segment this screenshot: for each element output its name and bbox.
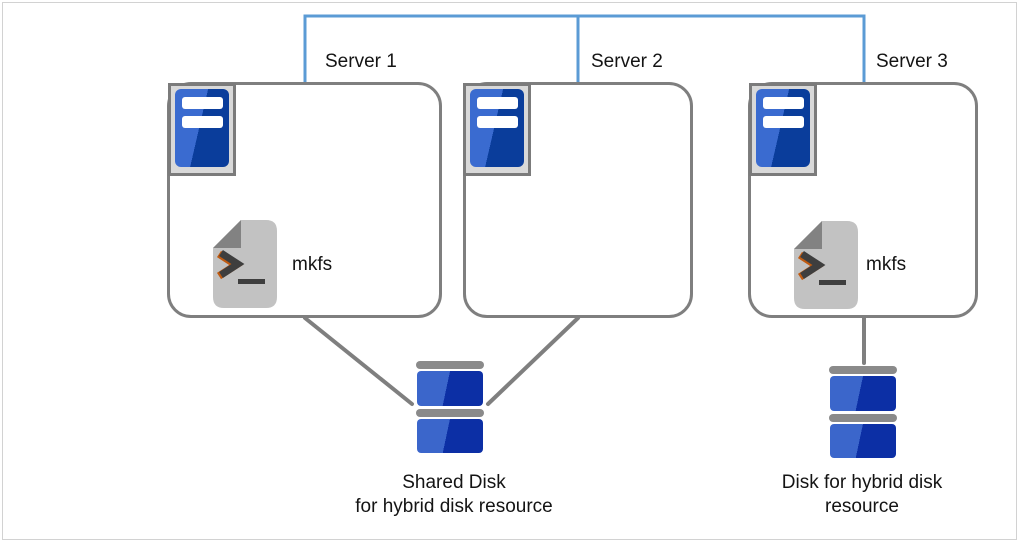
script-file-icon	[794, 221, 858, 309]
server-2-label: Server 2	[591, 51, 663, 72]
server-slot	[476, 97, 518, 109]
server-2-icon	[463, 83, 531, 176]
server-1-mkfs-label: mkfs	[292, 254, 333, 275]
shared-disk-caption-line1: Shared Disk	[402, 472, 506, 493]
disk-cap	[416, 409, 484, 417]
disk-platter	[417, 419, 483, 453]
disk-cap	[829, 414, 897, 422]
shared-disk-caption-line2: for hybrid disk resource	[355, 496, 553, 517]
server-slot	[181, 97, 223, 109]
server-3-icon	[749, 83, 817, 176]
hybrid-disk-caption-line2: resource	[825, 496, 899, 517]
hybrid-disk-caption: Disk for hybrid disk resource	[722, 471, 1002, 519]
server-slot	[476, 116, 518, 128]
server1-to-shared-disk-line	[303, 316, 414, 406]
disk-cap	[416, 361, 484, 369]
disk-platter	[830, 376, 896, 411]
script-file-icon	[213, 220, 277, 308]
server-3-label: Server 3	[876, 51, 948, 72]
disk-platter	[417, 371, 483, 406]
shared-disk-caption: Shared Disk for hybrid disk resource	[314, 471, 594, 519]
server2-to-shared-disk-line	[486, 316, 580, 406]
server-slot	[762, 97, 804, 109]
shared-disk-icon	[416, 361, 484, 453]
server-1-label: Server 1	[325, 51, 397, 72]
server-slot	[181, 116, 223, 128]
disk-cap	[829, 366, 897, 374]
server-front-panel	[175, 89, 229, 167]
server-3-mkfs-label: mkfs	[866, 254, 907, 275]
server-front-panel	[470, 89, 524, 167]
interconnect-line	[303, 14, 866, 82]
hybrid-disk-caption-line1: Disk for hybrid disk	[781, 472, 943, 493]
disk-platter	[830, 424, 896, 458]
server-slot	[762, 116, 804, 128]
server-2-box	[463, 82, 693, 318]
server-1-icon	[168, 83, 236, 176]
hybrid-disk-icon	[829, 366, 897, 458]
server-front-panel	[756, 89, 810, 167]
